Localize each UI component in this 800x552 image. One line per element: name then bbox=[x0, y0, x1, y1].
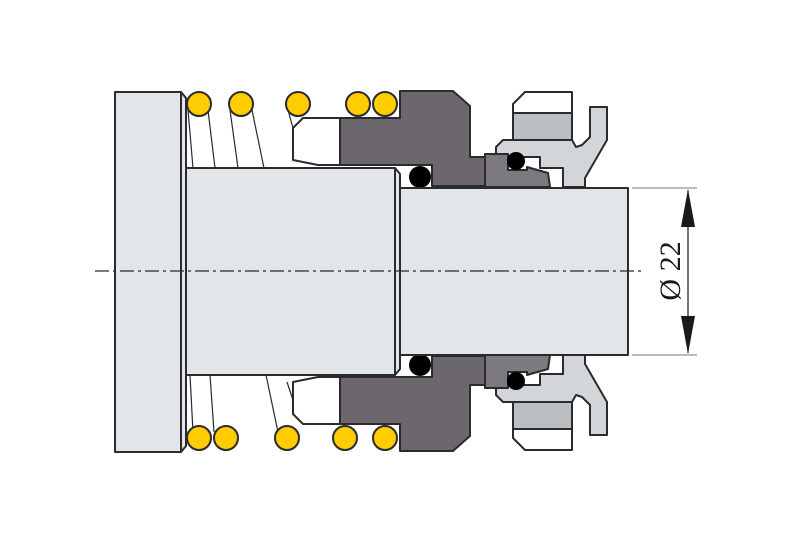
spring-wires bbox=[187, 109, 294, 433]
o-ring bbox=[409, 166, 431, 188]
diameter-dimension: Ø 22 bbox=[632, 187, 697, 356]
seat-holder bbox=[495, 106, 608, 188]
arrow-up-icon bbox=[681, 189, 695, 227]
spring-coil bbox=[186, 425, 212, 451]
spring-coils bbox=[186, 91, 398, 451]
spring-coil bbox=[228, 91, 254, 117]
spring-retainer-ring bbox=[292, 117, 341, 166]
spring-coil bbox=[372, 91, 398, 117]
arrow-down-icon bbox=[681, 316, 695, 354]
spring-coil bbox=[285, 91, 311, 117]
spring-coil bbox=[345, 91, 371, 117]
spring-coil bbox=[274, 425, 300, 451]
spring-coil bbox=[213, 425, 239, 451]
spring-coil bbox=[372, 425, 398, 451]
spring-coil bbox=[186, 91, 212, 117]
clamp-ring-top bbox=[512, 91, 573, 114]
spring-coil bbox=[332, 425, 358, 451]
plate-chamfer bbox=[180, 91, 187, 453]
end-plate bbox=[114, 91, 182, 453]
clamp-ring bbox=[512, 112, 573, 141]
seal-section-top bbox=[292, 90, 608, 188]
o-ring-seat bbox=[507, 152, 525, 170]
dimension-label: Ø 22 bbox=[654, 241, 687, 300]
